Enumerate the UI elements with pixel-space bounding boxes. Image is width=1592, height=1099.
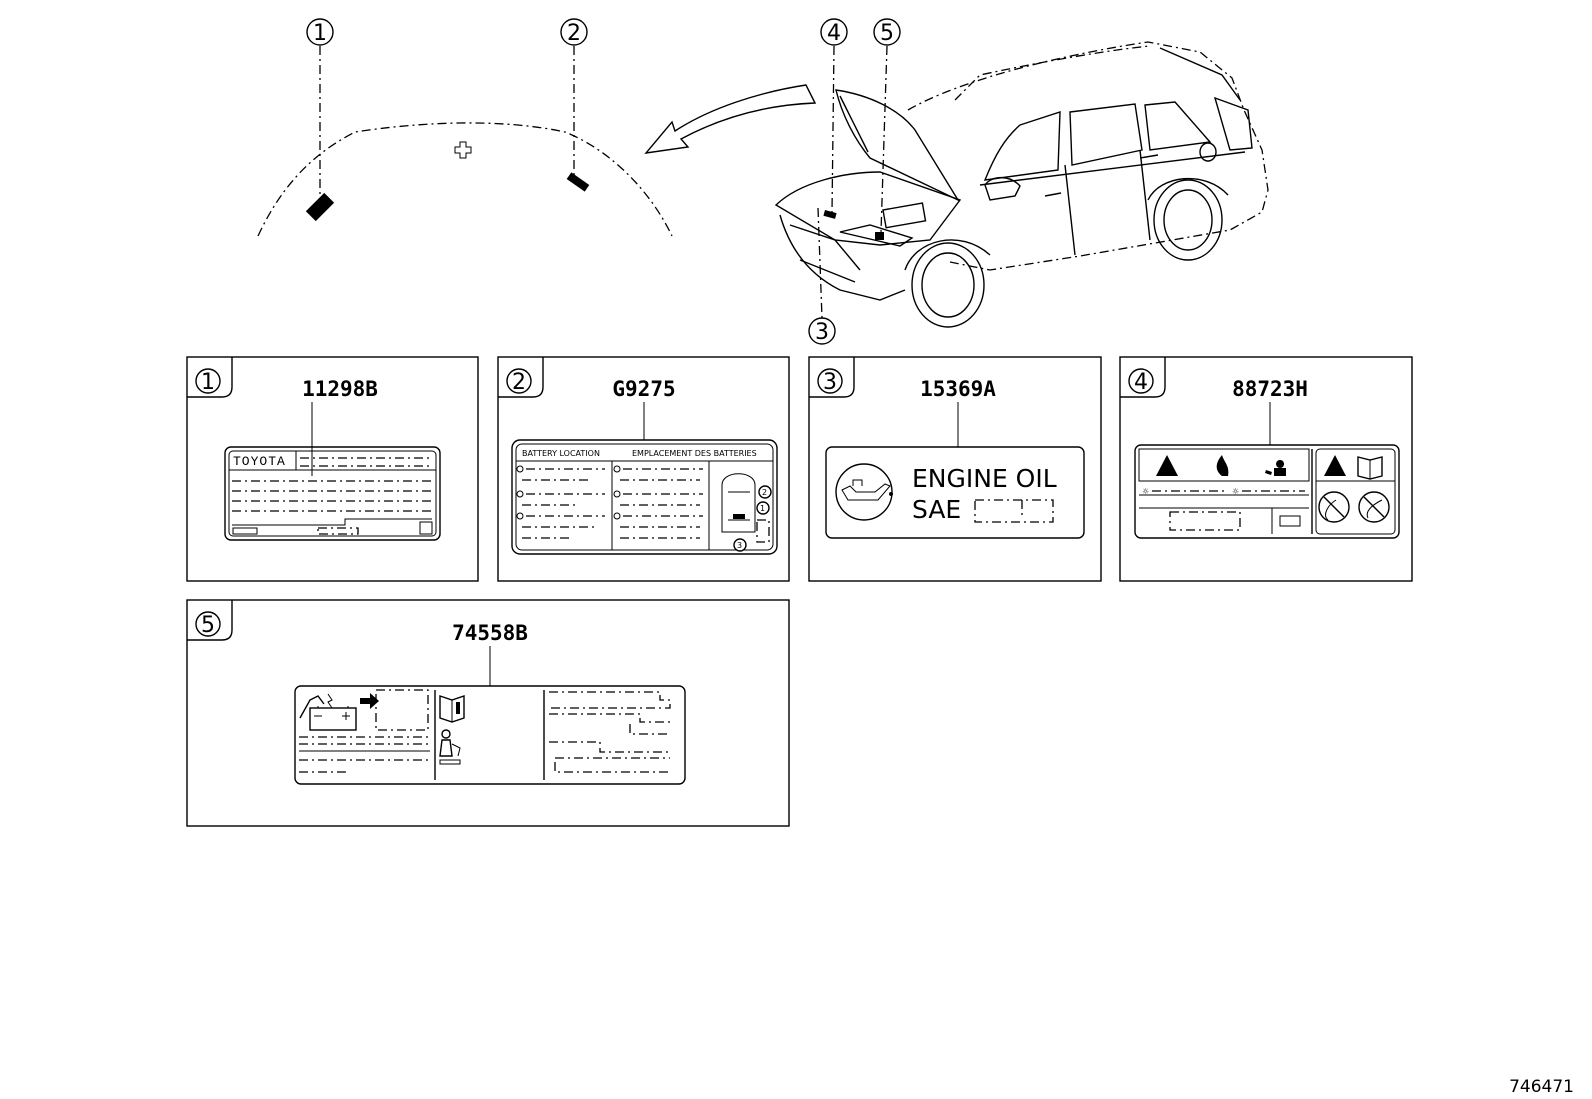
person-battery-icon <box>1265 460 1286 476</box>
label-2-location-mark <box>566 172 590 192</box>
svg-text:3: 3 <box>823 370 837 395</box>
callout-2: 2 <box>560 18 588 46</box>
no-open-flame-icon <box>1318 491 1350 523</box>
callout-1: 1 <box>306 18 334 46</box>
svg-text:1: 1 <box>313 21 327 46</box>
battery-charging-icon <box>299 693 357 731</box>
battery-location-french-text: EMPLACEMENT DES BATTERIES <box>632 449 757 458</box>
svg-text:5: 5 <box>880 21 894 46</box>
suv-illustration: 4 5 3 <box>774 18 1269 345</box>
part-number-G9275: G9275 <box>612 377 675 401</box>
svg-text:1: 1 <box>201 370 215 395</box>
manual-icon <box>1357 456 1383 480</box>
engine-oil-text: ENGINE OIL <box>912 464 1057 493</box>
callout-4: 4 <box>820 18 848 46</box>
svg-text:2: 2 <box>512 370 526 395</box>
panel-label-3: 3 15369A ENGINE OIL SAE <box>808 356 1102 582</box>
panel-label-2: 2 G9275 BATTERY LOCATION EMPLACEMENT DES… <box>497 356 790 582</box>
battery-location-text: BATTERY LOCATION <box>522 449 600 458</box>
part-number-74558B: 74558B <box>452 621 528 645</box>
svg-text:2: 2 <box>567 21 581 46</box>
no-children-icon <box>1358 491 1390 523</box>
person-handling-icon <box>439 729 461 765</box>
oil-can-icon <box>835 463 893 521</box>
callout-5: 5 <box>873 18 901 46</box>
flame-icon <box>1216 455 1229 476</box>
svg-text:3: 3 <box>815 320 829 345</box>
owner-manual-icon <box>439 695 465 723</box>
hood-underside-view: 1 2 <box>257 18 673 237</box>
arrow-right-icon <box>360 693 379 709</box>
panel-label-1: 1 11298B TOYOTA <box>186 356 479 582</box>
svg-text:☼: ☼ <box>1232 487 1239 496</box>
warning-triangle-icon <box>1156 455 1178 476</box>
svg-text:4: 4 <box>1134 370 1148 395</box>
svg-text:3: 3 <box>737 541 742 550</box>
svg-text:☼: ☼ <box>1142 487 1149 496</box>
part-number-15369A: 15369A <box>920 377 996 401</box>
svg-text:4: 4 <box>827 21 841 46</box>
view-direction-arrow <box>644 84 817 154</box>
warning-triangle-icon-2 <box>1324 455 1346 476</box>
part-number-11298B: 11298B <box>302 377 378 401</box>
callout-3: 3 <box>808 317 836 345</box>
reference-number: 746471 <box>1509 1077 1574 1097</box>
toyota-brand: TOYOTA <box>233 454 286 469</box>
svg-text:5: 5 <box>201 613 215 638</box>
panel-label-4: 4 88723H ☼ ☼ <box>1119 356 1413 582</box>
center-cross-icon <box>454 141 472 159</box>
svg-text:1: 1 <box>760 504 765 513</box>
part-number-88723H: 88723H <box>1232 377 1308 401</box>
panel-label-5: 5 74558B <box>186 599 790 827</box>
sae-text: SAE <box>912 495 961 524</box>
svg-text:2: 2 <box>762 488 767 497</box>
label-1-location-mark <box>305 192 335 222</box>
